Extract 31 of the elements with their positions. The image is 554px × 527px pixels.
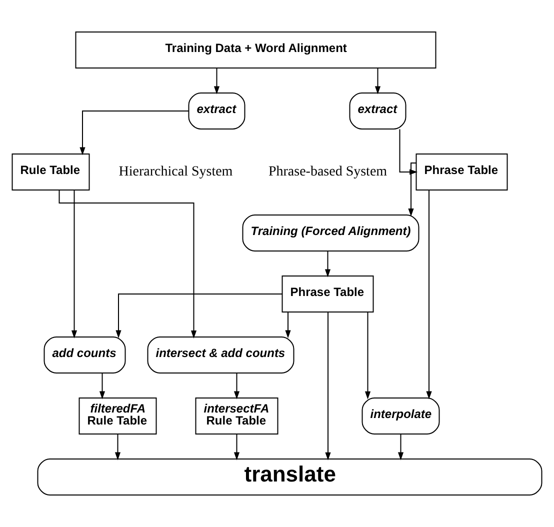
arrow	[114, 434, 121, 460]
node-box: extract	[349, 92, 406, 130]
node-box: interpolate	[362, 398, 440, 434]
node-box: filteredFA Rule Table	[78, 398, 157, 434]
node-box: intersect & add counts	[147, 336, 294, 374]
arrow	[214, 68, 220, 94]
arrow	[426, 190, 432, 400]
arrow	[325, 312, 331, 460]
arrow	[398, 434, 404, 460]
arrow	[80, 110, 190, 156]
node-box: Phrase Table	[282, 276, 374, 312]
node-box: intersectFA Rule Table	[195, 398, 278, 434]
node-box: Phrase Table	[416, 154, 508, 190]
arrow	[99, 372, 106, 400]
node-box: add counts	[44, 336, 126, 374]
arrow	[71, 190, 78, 338]
node-box: extract	[188, 92, 246, 130]
arrow	[364, 312, 371, 400]
node-box: Training (Forced Alignment)	[242, 214, 420, 252]
arrow	[116, 294, 283, 338]
arrow	[324, 250, 331, 278]
label: Hierarchical System	[118, 164, 233, 180]
arrow	[58, 190, 197, 338]
arrow	[234, 372, 240, 400]
arrow	[285, 312, 291, 338]
arrow	[234, 434, 240, 460]
label: Phrase-based System	[268, 164, 388, 180]
node-box: Rule Table	[12, 154, 90, 190]
arrow	[374, 68, 381, 94]
node-box: translate	[37, 458, 542, 496]
node-box: Training Data + Word Alignment	[75, 32, 436, 68]
